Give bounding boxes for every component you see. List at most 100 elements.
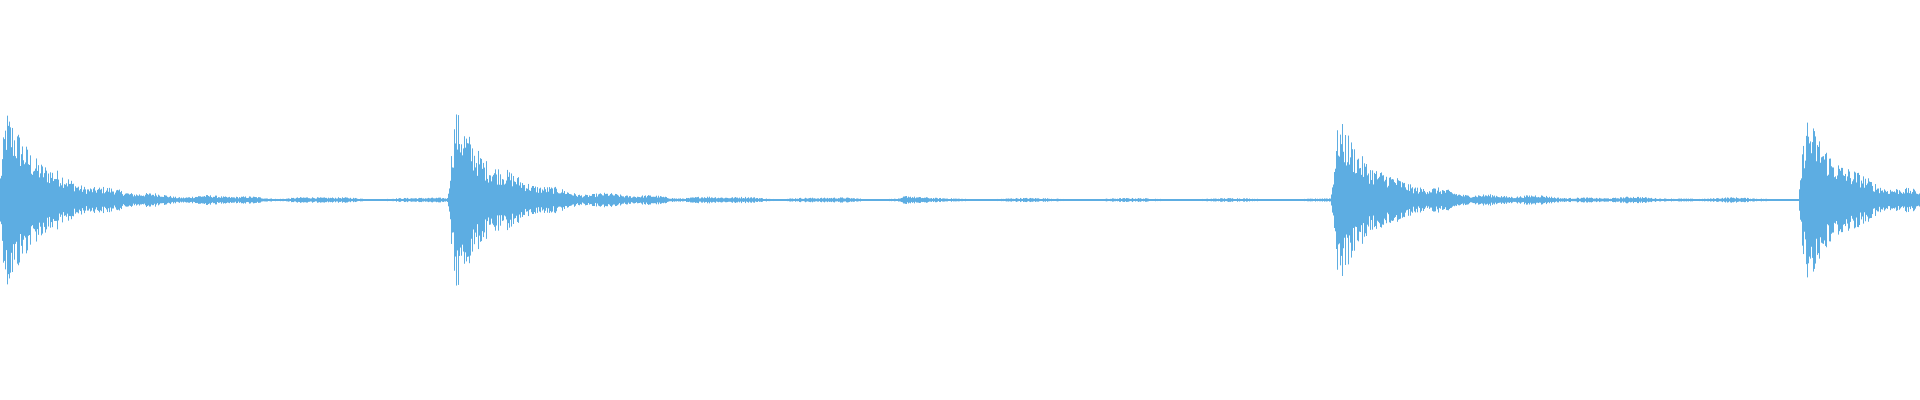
waveform-bar [110, 192, 111, 208]
waveform-bar [1064, 199, 1065, 201]
waveform-bar [74, 191, 75, 209]
waveform-bar [1531, 195, 1532, 205]
waveform-bar [1589, 197, 1590, 203]
waveform-bar [956, 198, 957, 202]
waveform-bar [41, 164, 42, 236]
waveform-bar [29, 164, 30, 236]
waveform-bar [887, 199, 888, 201]
waveform-bar [387, 198, 388, 202]
waveform-bar [1411, 188, 1412, 212]
waveform-bar [1502, 197, 1503, 203]
waveform-bar [1628, 197, 1629, 203]
waveform-bar [1332, 187, 1333, 213]
waveform-bar [1762, 199, 1763, 201]
waveform-bar [550, 188, 551, 212]
waveform-bar [248, 197, 249, 203]
waveform-bar [1769, 199, 1770, 201]
waveform-bar [1106, 198, 1107, 202]
waveform-bar [245, 196, 246, 204]
waveform-bar [367, 199, 368, 201]
waveform-bar [1282, 199, 1283, 201]
waveform-bar [1194, 199, 1195, 201]
waveform-bar [701, 197, 702, 203]
waveform-bar [1912, 192, 1913, 208]
waveform-bar [755, 198, 756, 202]
waveform-bar [1444, 190, 1445, 210]
waveform-bar [418, 198, 419, 202]
waveform-bar [856, 198, 857, 202]
waveform-bar [421, 197, 422, 203]
waveform-bar [626, 195, 627, 205]
waveform-bar [293, 197, 294, 203]
waveform-bar [985, 199, 986, 201]
waveform-bar [620, 194, 621, 206]
waveform-bar [230, 197, 231, 203]
waveform-bar [1116, 198, 1117, 202]
waveform-bar [994, 199, 995, 201]
waveform-bar [1430, 192, 1431, 208]
waveform-bar [1377, 179, 1378, 221]
waveform-bar [1284, 199, 1285, 201]
waveform-bar [1380, 172, 1381, 228]
waveform-bar [935, 197, 936, 203]
waveform-bar [1267, 199, 1268, 201]
waveform-bar [803, 198, 804, 202]
waveform-bar [1049, 198, 1050, 202]
waveform-bar [939, 198, 940, 202]
waveform-bar [93, 188, 94, 212]
waveform-bar [67, 186, 68, 214]
waveform-bar [777, 199, 778, 201]
waveform-bar [229, 196, 230, 204]
waveform-bar [1440, 191, 1441, 209]
waveform-bar [1618, 198, 1619, 202]
waveform-bar [1916, 193, 1917, 207]
waveform-bar [321, 197, 322, 203]
waveform-bar [861, 199, 862, 201]
waveform-bar [170, 195, 171, 205]
waveform-bar [1779, 199, 1780, 201]
waveform-bar [565, 194, 566, 206]
waveform-bar [1379, 176, 1380, 224]
waveform-bar [410, 198, 411, 202]
waveform-bar [477, 175, 478, 225]
waveform-bar [1821, 157, 1822, 243]
waveform-bar [1793, 199, 1794, 201]
waveform-bar [186, 197, 187, 203]
waveform-bar [918, 197, 919, 203]
waveform-bar [1127, 198, 1128, 202]
waveform-bar [349, 198, 350, 202]
waveform-bar [1711, 198, 1712, 202]
waveform-bar [726, 197, 727, 203]
waveform-bar [402, 198, 403, 202]
waveform-bar [485, 180, 486, 220]
waveform-bar [929, 198, 930, 202]
waveform-bar [642, 195, 643, 205]
waveform-bar [1333, 184, 1334, 216]
waveform-bar [143, 195, 144, 205]
waveform-bar [1845, 173, 1846, 227]
waveform-bar [1251, 199, 1252, 201]
waveform-bar [1346, 165, 1347, 235]
waveform-bar [837, 198, 838, 202]
waveform-bar [1633, 196, 1634, 204]
waveform-bar [660, 196, 661, 204]
waveform-bar [1680, 198, 1681, 202]
waveform-bar [721, 197, 722, 203]
waveform-bar [727, 197, 728, 203]
waveform-bar [527, 188, 528, 212]
waveform-bar [1571, 198, 1572, 202]
waveform-bar [1417, 187, 1418, 213]
waveform-bar [1687, 198, 1688, 202]
waveform-bar [633, 196, 634, 204]
waveform-bar [1312, 198, 1313, 202]
waveform-bar [979, 199, 980, 201]
waveform-bar [1786, 199, 1787, 201]
waveform-bar [203, 196, 204, 204]
waveform-bar [269, 198, 270, 202]
waveform-bar [1901, 192, 1902, 208]
waveform-bar [1425, 192, 1426, 208]
waveform-bar [504, 184, 505, 216]
waveform-bar [338, 197, 339, 203]
waveform-bar [836, 198, 837, 202]
waveform-bar [1316, 199, 1317, 201]
